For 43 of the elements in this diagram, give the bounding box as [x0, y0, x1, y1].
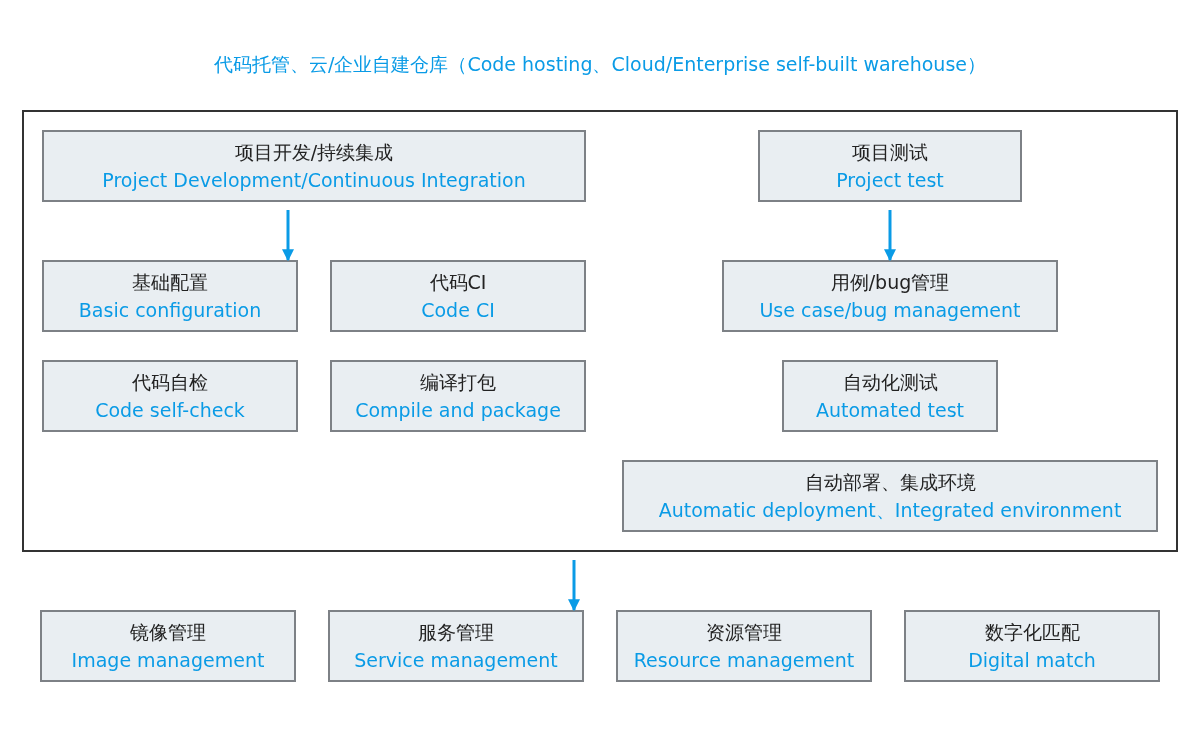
process-box [782, 360, 998, 432]
process-box [616, 610, 872, 682]
chinese-label: 项目开发/持续集成 [234, 140, 394, 165]
process-box [904, 610, 1160, 682]
chinese-label: 数字化匹配 [984, 620, 1080, 645]
arrow [884, 210, 896, 262]
english-label: Automated test [816, 398, 964, 423]
group-heading: 代码托管、云/企业自建仓库（Code hosting、Cloud/Enterprise self-built warehouse） [213, 52, 987, 77]
process-box [328, 610, 584, 682]
chinese-label: 基础配置 [132, 270, 208, 295]
chinese-label: 编译打包 [420, 370, 496, 395]
chinese-label: 资源管理 [706, 620, 782, 645]
english-label: Service management [354, 648, 558, 673]
process-box [330, 260, 586, 332]
process-box [622, 460, 1158, 532]
english-label: Code self-check [95, 398, 245, 423]
process-box [40, 610, 296, 682]
english-label: Use case/bug management [759, 298, 1021, 323]
english-label: Basic configuration [78, 298, 262, 323]
chinese-label: 用例/bug管理 [830, 270, 950, 295]
process-box [42, 130, 586, 202]
arrow [568, 560, 580, 612]
english-label: Image management [71, 648, 265, 673]
process-box [42, 260, 298, 332]
chinese-label: 镜像管理 [130, 620, 206, 645]
english-label: Project Development/Continuous Integration [102, 168, 526, 193]
chinese-label: 代码自检 [132, 370, 208, 395]
process-box [42, 360, 298, 432]
english-label: Resource management [633, 648, 855, 673]
english-label: Compile and package [355, 398, 561, 423]
chinese-label: 自动化测试 [842, 370, 938, 395]
english-label: Digital match [968, 648, 1096, 673]
arrow [282, 210, 294, 262]
chinese-label: 代码CI [429, 270, 487, 295]
process-box [722, 260, 1058, 332]
process-box [758, 130, 1022, 202]
chinese-label: 项目测试 [852, 140, 928, 165]
chinese-label: 服务管理 [418, 620, 494, 645]
process-box [330, 360, 586, 432]
english-label: Project test [836, 168, 944, 193]
chinese-label: 自动部署、集成环境 [804, 470, 976, 495]
english-label: Automatic deployment、Integrated environment [658, 498, 1122, 523]
english-label: Code CI [421, 298, 495, 323]
